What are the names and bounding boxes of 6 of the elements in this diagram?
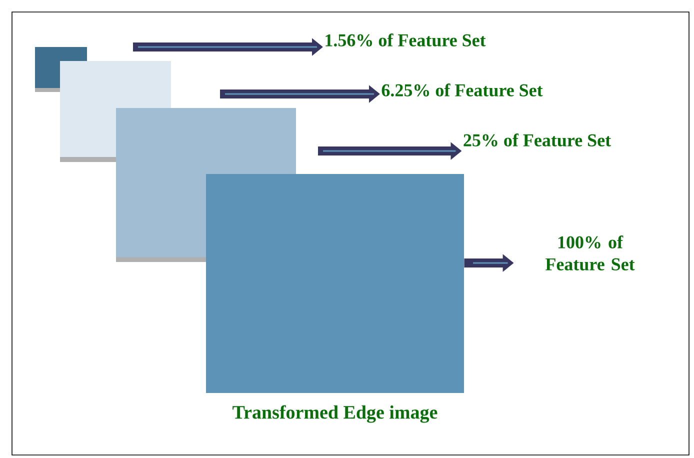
feature-label: 25% of Feature Set — [464, 134, 611, 146]
feature-label: 100% of Feature Set — [546, 236, 635, 270]
feature-label: 1.56% of Feature Set — [326, 34, 486, 46]
node-label: Transformed Edge image — [232, 405, 438, 423]
image-box — [206, 174, 464, 393]
feature-label: 6.25% of Feature Set — [382, 84, 543, 96]
